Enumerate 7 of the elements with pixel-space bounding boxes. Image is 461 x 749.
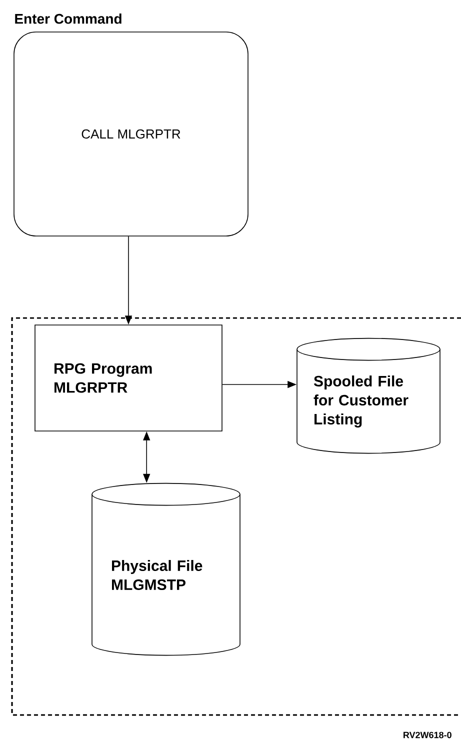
heading: Enter Command [15,14,122,24]
command-box: CALL MLGRPTR [14,32,248,236]
figure-id: RV2W618-0 [404,732,452,738]
process-box: RPG Program MLGRPTR [34,324,222,432]
cylinder: Spooled File for Customer Listing [296,338,440,454]
cylinder: Physical File MLGMSTP [92,482,240,656]
dashed-region [11,317,461,716]
